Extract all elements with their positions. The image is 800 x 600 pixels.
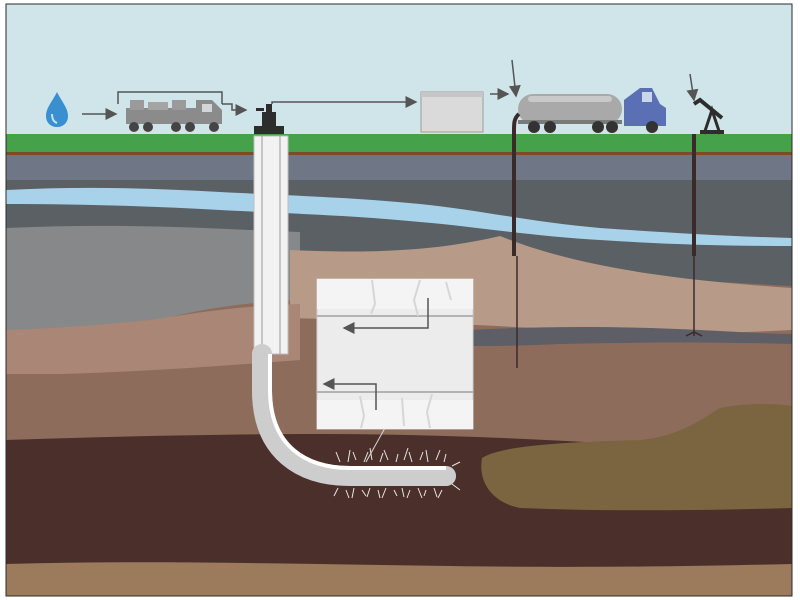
fracture-detail-box	[316, 278, 474, 463]
arrow-detail-upper	[342, 298, 429, 334]
conventional-well	[685, 134, 703, 337]
storage-tank-icon	[420, 91, 484, 133]
rock-layer-bottom	[6, 562, 792, 596]
fractures	[333, 447, 461, 499]
water-drop-icon	[46, 92, 68, 127]
rock-layer-mid-gray	[6, 225, 300, 336]
aquifer	[6, 187, 792, 246]
sky	[6, 4, 792, 136]
arrow-down-to-tanker	[508, 59, 521, 98]
tanker-truck-icon	[518, 88, 666, 133]
rock-layer-light-brown	[6, 304, 300, 374]
pump-truck-icon	[117, 91, 223, 132]
frack-well	[252, 135, 456, 486]
arrow-detail-lower	[322, 378, 377, 410]
wellhead-icon	[254, 104, 284, 134]
grass	[6, 134, 792, 152]
rock-layer-slate	[6, 152, 792, 182]
arrow-wellhead-to-tank	[271, 96, 418, 108]
rock-layer-olive	[481, 404, 792, 511]
pumpjack-icon	[686, 73, 724, 135]
soil-topline	[6, 152, 792, 155]
disposal-well	[512, 112, 521, 368]
arrow-pump-to-wellhead	[222, 103, 248, 116]
diagram-frame	[5, 3, 793, 597]
rock-layer-dark-band	[470, 327, 792, 346]
